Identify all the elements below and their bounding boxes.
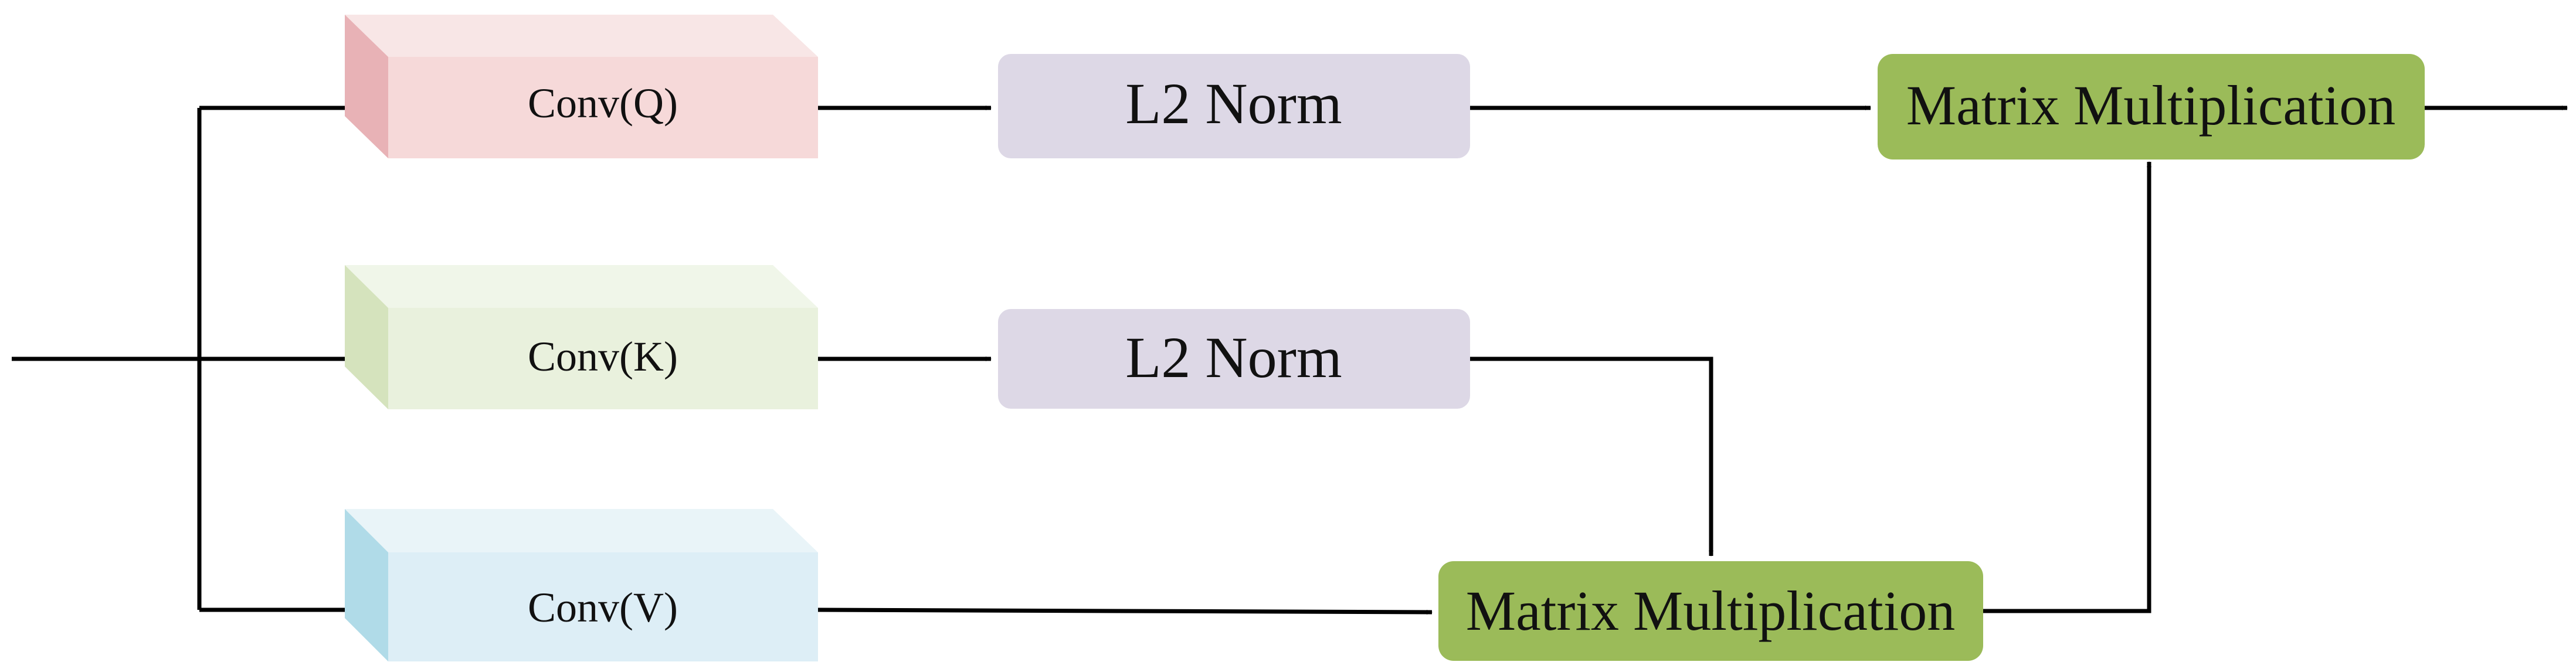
l2-norm-k-block: L2 Norm <box>998 309 1470 409</box>
l2-norm-q-label: L2 Norm <box>1125 71 1342 136</box>
conv-v-side-face <box>345 509 388 661</box>
conv-k-side-face <box>345 265 388 409</box>
conv-v-block: Conv(V) <box>345 509 818 661</box>
matmul-bottom-to-matmul-top <box>1983 161 2151 613</box>
matmul-top-block: Matrix Multiplication <box>1878 54 2425 159</box>
conv-q-block: Conv(Q) <box>345 15 818 158</box>
l2-norm-q-block: L2 Norm <box>998 54 1470 158</box>
conv-q-label: Conv(Q) <box>528 80 678 127</box>
conv-v-to-matmul-bottom <box>817 607 1433 615</box>
conv-k-front-face <box>388 308 818 409</box>
matmul-top-label: Matrix Multiplication <box>1906 74 2396 137</box>
matmul-bottom-label: Matrix Multiplication <box>1466 579 1956 642</box>
conv-q-side-face <box>345 15 388 158</box>
conv-v-front-face <box>388 552 818 661</box>
connectors <box>12 106 2568 615</box>
l2-norm-k-box <box>998 309 1470 409</box>
conv-k-top-face <box>345 265 818 308</box>
conv-k-label: Conv(K) <box>528 333 678 380</box>
conv-q-front-face <box>388 57 818 158</box>
conv-q-top-face <box>345 15 818 57</box>
conv-v-label: Conv(V) <box>528 584 678 631</box>
matmul-bottom-box <box>1438 561 1983 661</box>
l2-norm-k-label: L2 Norm <box>1125 325 1342 390</box>
l2-norm-q-box <box>998 54 1470 158</box>
matmul-bottom-block: Matrix Multiplication <box>1438 561 1983 661</box>
conv-v-top-face <box>345 509 818 552</box>
matmul-top-box <box>1878 54 2425 159</box>
conv-k-block: Conv(K) <box>345 265 818 409</box>
norm-k-to-matmul-bottom <box>1469 357 1713 556</box>
